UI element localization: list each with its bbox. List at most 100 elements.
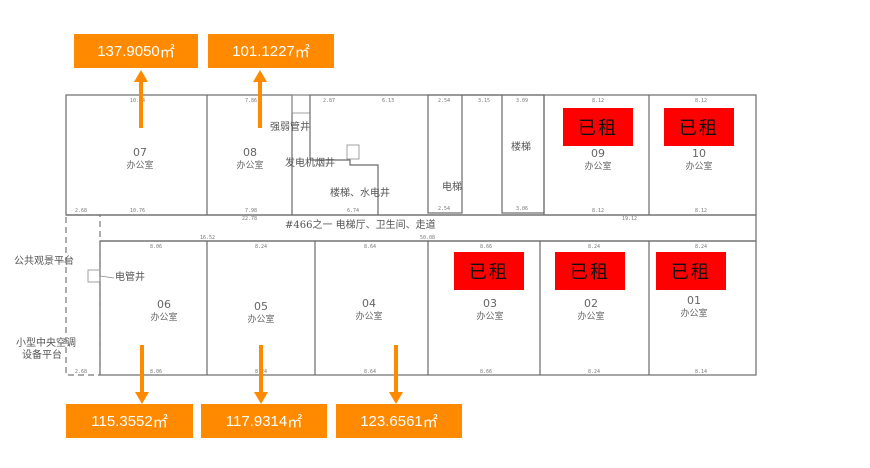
dim-corr-right: 19.12 (622, 216, 637, 222)
dim-r03-bottom: 8.66 (480, 369, 492, 375)
dim-r09-bottom: 8.12 (592, 208, 604, 214)
arrow-line-04 (394, 345, 398, 393)
stairs-box (501, 94, 545, 214)
dim-r07-bottom: 10.76 (130, 208, 145, 214)
dim-gap-top: 3.15 (478, 98, 490, 104)
dim-elev-top: 2.54 (438, 98, 450, 104)
dim-r04-top: 8.64 (364, 244, 376, 250)
dim-r01-bottom: 8.14 (695, 369, 707, 375)
area-unit: ㎡ (422, 413, 438, 431)
ac-platform-label-1: 小型中央空调 (16, 336, 76, 349)
room-name-01: 办公室 (680, 307, 707, 319)
room-number-07: 07 (133, 146, 147, 159)
electric-shaft-leader (99, 275, 115, 279)
room-number-03: 03 (483, 297, 497, 310)
room-number-01: 01 (687, 294, 701, 307)
wall-outline-top (65, 94, 757, 216)
dim-r03-top: 8.66 (480, 244, 492, 250)
elevator-box (427, 94, 463, 214)
ac-platform-label-2: 设备平台 (22, 348, 62, 361)
electric-shaft-box (87, 269, 101, 283)
area-value-08: 101.1227 (232, 42, 295, 60)
dim-r02-bottom: 8.24 (588, 369, 600, 375)
arrow-line-06 (140, 345, 144, 393)
generator-box (346, 144, 360, 160)
dim-r01-top: 8.24 (695, 244, 707, 250)
arrow-line-07 (139, 80, 143, 128)
ac-platform-leader (57, 342, 71, 345)
dim-r02-top: 8.24 (588, 244, 600, 250)
arrow-line-08 (258, 80, 262, 128)
dim-stair-top: 6.13 (382, 98, 394, 104)
room-number-06: 06 (157, 298, 171, 311)
rented-badge-10: 已租 (664, 108, 734, 146)
dim-left-top: 2.68 (75, 208, 87, 214)
area-unit: ㎡ (159, 43, 175, 61)
room-name-02: 办公室 (577, 310, 604, 322)
rented-badge-02: 已租 (555, 252, 625, 290)
area-value-07: 137.9050 (97, 42, 160, 60)
area-value-05: 117.9314 (225, 412, 288, 430)
room-name-05: 办公室 (247, 313, 274, 325)
dim-left-bottom: 2.68 (75, 369, 87, 375)
dim-stair-bottom: 6.74 (347, 208, 359, 214)
dim-stairs-bottom: 3.06 (516, 206, 528, 212)
room-name-03: 办公室 (476, 310, 503, 322)
dim-r06-top: 8.06 (150, 244, 162, 250)
room-number-04: 04 (362, 297, 376, 310)
dim-corr-mid: 50.08 (420, 235, 435, 241)
room-name-09: 办公室 (584, 160, 611, 172)
rented-badge-09: 已租 (563, 108, 633, 146)
area-unit: ㎡ (294, 43, 310, 61)
rented-badge-01: 已租 (656, 252, 726, 290)
area-value-06: 115.3552 (91, 412, 153, 430)
room-number-05: 05 (254, 300, 268, 313)
dim-r09-top: 8.12 (592, 98, 604, 104)
room-number-08: 08 (243, 146, 257, 159)
stairs-label: 楼梯 (511, 140, 531, 153)
room-number-02: 02 (584, 297, 598, 310)
dim-r08-bottom: 7.98 (245, 208, 257, 214)
dim-shaft-top: 2.87 (323, 98, 335, 104)
area-unit: ㎡ (287, 413, 303, 431)
room-number-10: 10 (692, 147, 706, 160)
dim-r06-bottom: 8.06 (150, 369, 162, 375)
dim-r05-top: 8.24 (255, 244, 267, 250)
dim-corr-left: 22.78 (242, 216, 257, 222)
dim-r10-bottom: 8.12 (695, 208, 707, 214)
electric-shaft-label: 电管井 (115, 270, 145, 283)
stairs-water-label: 楼梯、水电井 (330, 186, 390, 199)
room-name-07: 办公室 (126, 159, 153, 171)
arrow-down-icon-06 (135, 392, 149, 404)
public-platform-label: 公共观景平台 (14, 254, 74, 267)
room-name-08: 办公室 (236, 159, 263, 171)
arrow-down-icon-05 (254, 392, 268, 404)
room-name-06: 办公室 (150, 311, 177, 323)
arrow-down-icon-04 (389, 392, 403, 404)
dim-stairs-top: 3.09 (516, 98, 528, 104)
room-number-09: 09 (591, 147, 605, 160)
room-name-04: 办公室 (355, 310, 382, 322)
dim-corr-left2: 16.52 (200, 235, 215, 241)
elevator-label: 电梯 (442, 180, 462, 193)
area-unit: ㎡ (152, 413, 168, 431)
rented-badge-03: 已租 (454, 252, 524, 290)
dim-r08-top: 7.86 (245, 98, 257, 104)
dim-r07-top: 10.74 (130, 98, 145, 104)
pipe-shaft-box (291, 94, 311, 114)
public-platform-dashed (65, 214, 101, 376)
arrow-up-icon-08 (253, 70, 267, 82)
dim-r04-bottom: 8.64 (364, 369, 376, 375)
room-name-10: 办公室 (685, 160, 712, 172)
dim-r10-top: 8.12 (695, 98, 707, 104)
corridor-label: #466之一 电梯厅、卫生间、走道 (285, 218, 436, 231)
arrow-up-icon-07 (134, 70, 148, 82)
stairs-outline (310, 159, 379, 215)
dim-elev-bottom: 2.54 (438, 206, 450, 212)
